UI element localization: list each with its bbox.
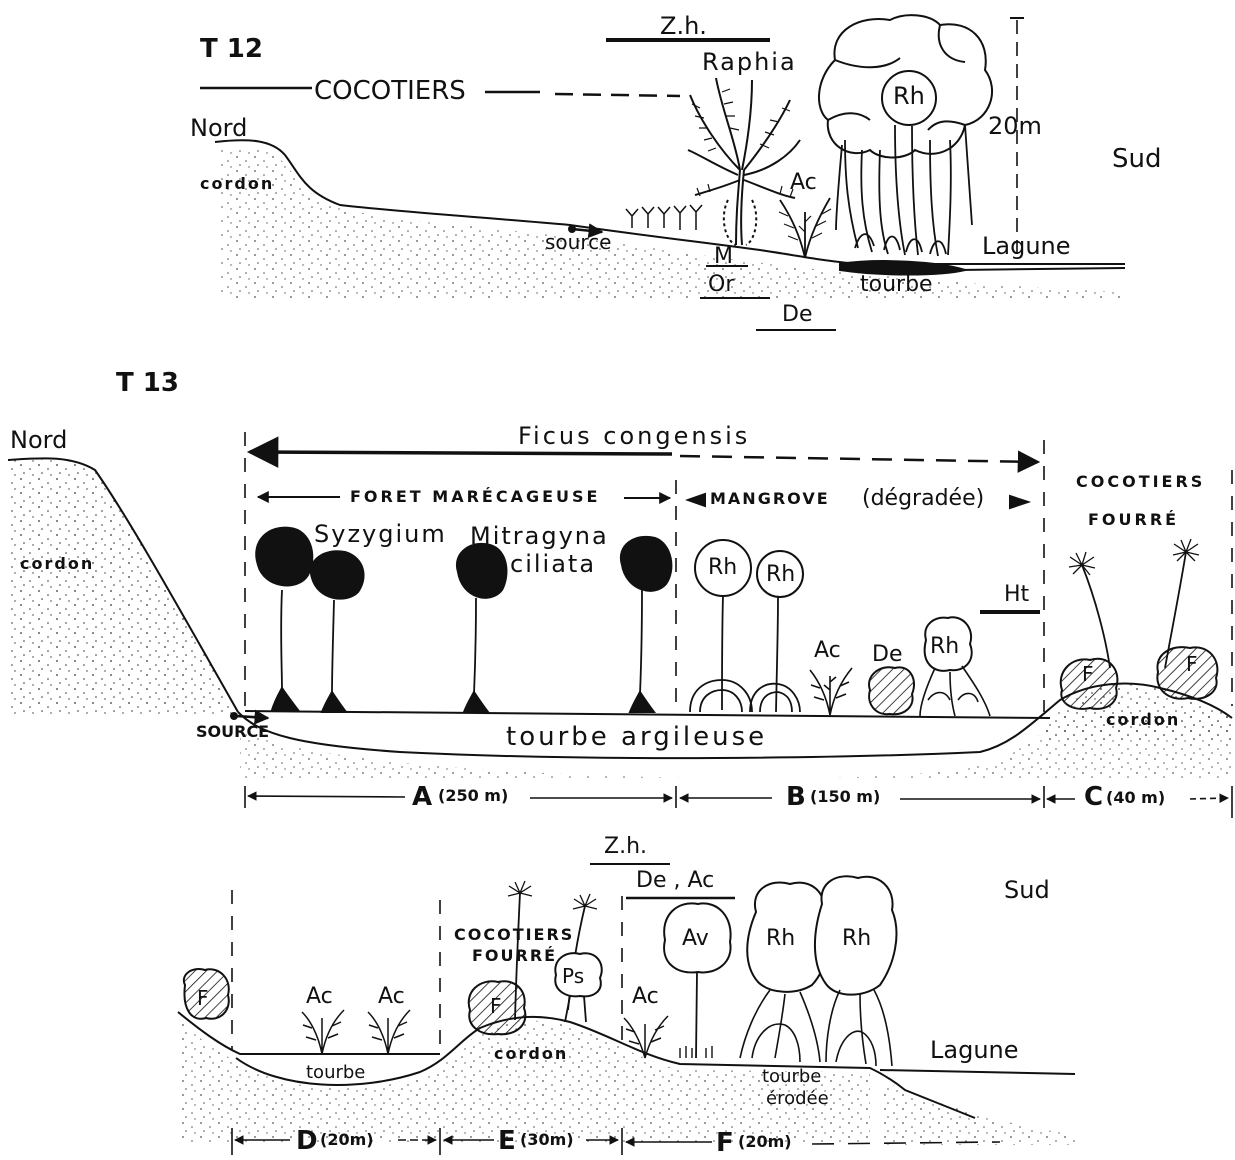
t13b-lagune-label: Lagune: [930, 1038, 1019, 1062]
t13b-de-ac-label: De , Ac: [636, 870, 714, 892]
t13-source-label: SOURCE: [196, 724, 269, 740]
t13-title: T 13: [116, 370, 179, 396]
t13-cordon-right-label: cordon: [1106, 712, 1180, 728]
t13b-seg-d-length: (20m): [320, 1132, 374, 1148]
t13-cordon-left-label: cordon: [20, 556, 94, 572]
t13-seg-a-label: A: [412, 784, 432, 810]
t13b-tourbe-erodee-2: érodée: [766, 1090, 829, 1108]
t13b-south-label: Sud: [1004, 878, 1050, 902]
t13-north-label: Nord: [10, 428, 67, 452]
t12-source-label: source: [545, 232, 611, 252]
t13-mangrove-label: MANGROVE: [710, 491, 830, 507]
t13-rh2-label: Rh: [766, 564, 795, 586]
t12-or-label: Or: [708, 274, 734, 296]
t13-mitragyna-label: Mitragyna: [470, 524, 609, 548]
t12-cordon-label: cordon: [200, 176, 274, 192]
t12-south-label: Sud: [1112, 146, 1162, 172]
t13b-ac3-label: Ac: [632, 986, 659, 1008]
t13b-profile: [178, 864, 1075, 1155]
t13-foret-label: FORET MARÉCAGEUSE: [350, 489, 600, 505]
t13b-zh-label: Z.h.: [604, 836, 647, 858]
t12-raphia-label: Raphia: [702, 50, 797, 74]
t13b-seg-f-label: F: [716, 1130, 734, 1156]
t13-ac-label: Ac: [814, 640, 841, 662]
t12-tourbe-label: tourbe: [860, 274, 933, 296]
t13-syzygium-label: Syzygium: [314, 522, 447, 546]
t12-rh-label: Rh: [893, 84, 925, 108]
t13-de-label: De: [872, 644, 902, 666]
t13b-rh2-label: Rh: [842, 928, 871, 950]
t12-title: T 12: [200, 36, 263, 62]
t13-ciliata-label: ciliata: [510, 552, 596, 576]
t13b-seg-f-length: (20m): [738, 1134, 792, 1150]
t12-de-label: De: [782, 304, 812, 326]
t13-ficus-label: Ficus congensis: [516, 424, 752, 448]
t13b-f-mid-label: F: [490, 996, 502, 1016]
t13b-ps-label: Ps: [562, 966, 584, 986]
t13-seg-c-label: C: [1084, 784, 1103, 810]
t13-cocotiers-label: COCOTIERS: [1076, 474, 1205, 490]
t13b-cordon-label: cordon: [494, 1046, 568, 1062]
t13b-ac2-label: Ac: [378, 986, 405, 1008]
t13-seg-b-label: B: [786, 784, 806, 810]
t13-f1-label: F: [1082, 664, 1094, 684]
t13b-fourre-label: FOURRÉ: [472, 948, 557, 964]
t13b-ac1-label: Ac: [306, 986, 333, 1008]
t12-m-label: M: [714, 246, 733, 268]
t13b-tourbe-erodee-1: tourbe: [762, 1068, 821, 1086]
t12-zh-label: Z.h.: [660, 14, 707, 38]
t13-fourre-label: FOURRÉ: [1088, 512, 1179, 528]
t13-degradee-label: (dégradée): [862, 488, 984, 510]
t12-cocotiers-label: COCOTIERS: [314, 78, 466, 104]
t13-f2-label: F: [1186, 654, 1198, 674]
t13b-seg-e-length: (30m): [520, 1132, 574, 1148]
t13-tourbe-label: tourbe argileuse: [506, 724, 767, 750]
t13-ht-label: Ht: [1004, 584, 1029, 606]
t12-north-label: Nord: [190, 116, 247, 140]
t13b-tourbe-label: tourbe: [306, 1064, 365, 1082]
t13-seg-a-length: (250 m): [438, 788, 508, 804]
t12-height-label: 20m: [988, 114, 1042, 138]
t13-seg-c-length: (40 m): [1106, 790, 1165, 806]
t13-rh3-label: Rh: [930, 636, 959, 658]
t12-ac-label: Ac: [790, 172, 817, 194]
t13b-seg-d-label: D: [296, 1128, 318, 1154]
t13-seg-b-length: (150 m): [810, 789, 880, 805]
t12-profile: [200, 15, 1125, 330]
t13b-f-left-label: F: [197, 988, 209, 1008]
t13b-av-label: Av: [682, 928, 709, 950]
t13b-cocotiers-label: COCOTIERS: [454, 927, 574, 943]
t13b-rh1-label: Rh: [766, 928, 795, 950]
t13-rh1-label: Rh: [708, 557, 737, 579]
t13-profile: [8, 432, 1232, 818]
t12-lagune-label: Lagune: [982, 234, 1071, 258]
t13b-seg-e-label: E: [498, 1128, 516, 1154]
